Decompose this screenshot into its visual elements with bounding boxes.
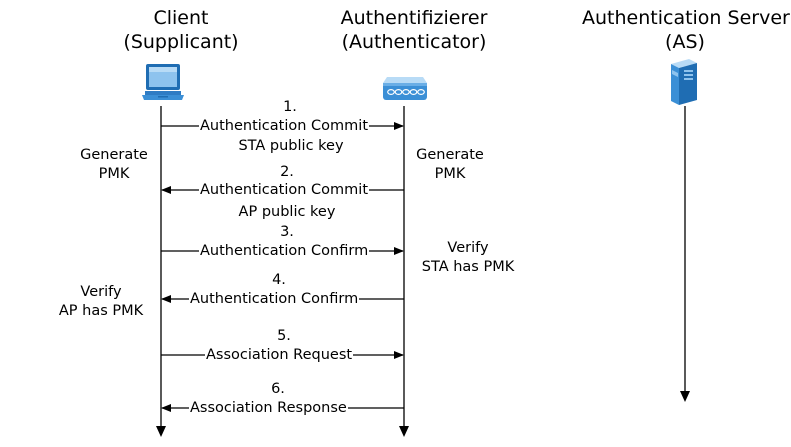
message-4-number: 4.: [272, 272, 286, 288]
note-authenticator-verify-line1: Verify: [447, 240, 489, 256]
note-authenticator-generate-line2: PMK: [434, 166, 466, 182]
message-4-label: Authentication Confirm: [189, 290, 360, 308]
actor-server-role: (AS): [665, 31, 705, 53]
actor-client-name: Client: [153, 7, 209, 29]
message-5-label: Association Request: [205, 346, 354, 364]
actor-server-title: Authentication Server (AS): [582, 6, 790, 54]
message-1-sublabel: STA public key: [238, 138, 344, 154]
message-2-sublabel: AP public key: [238, 204, 336, 220]
message-2-label: Authentication Commit: [199, 181, 370, 199]
lifeline-authenticator: [399, 106, 409, 437]
actor-authenticator-title: Authentifizierer (Authenticator): [334, 6, 494, 54]
message-6-number: 6.: [271, 381, 285, 397]
note-client-verify-line2: AP has PMK: [58, 303, 144, 319]
laptop-icon: [142, 64, 184, 100]
access-point-icon: [383, 77, 427, 100]
lifeline-client: [156, 106, 166, 437]
note-client-generate-pmk: Generate PMK: [69, 146, 159, 184]
actor-client-title: Client (Supplicant): [111, 6, 251, 54]
message-3-number: 3.: [280, 224, 294, 240]
message-2-number: 2.: [280, 164, 294, 180]
message-1-number: 1.: [283, 99, 297, 115]
actor-server-name: Authentication Server: [582, 7, 790, 29]
note-client-verify-line1: Verify: [80, 284, 122, 300]
actor-authenticator-name: Authentifizierer: [340, 7, 488, 29]
actor-authenticator-role: (Authenticator): [341, 31, 487, 53]
lifeline-server: [680, 106, 690, 402]
actor-client-role: (Supplicant): [123, 31, 239, 53]
message-5-number: 5.: [277, 328, 291, 344]
note-authenticator-verify-line2: STA has PMK: [421, 259, 515, 275]
note-client-generate-line1: Generate: [80, 147, 148, 163]
note-client-generate-line2: PMK: [98, 166, 130, 182]
message-6-label: Association Response: [189, 399, 348, 417]
note-authenticator-generate-pmk: Generate PMK: [405, 146, 495, 184]
note-client-verify: Verify AP has PMK: [45, 283, 157, 321]
message-3-label: Authentication Confirm: [199, 242, 370, 260]
message-1-label: Authentication Commit: [199, 117, 370, 135]
note-authenticator-generate-line1: Generate: [416, 147, 484, 163]
server-icon: [671, 59, 697, 105]
note-authenticator-verify: Verify STA has PMK: [409, 239, 527, 277]
